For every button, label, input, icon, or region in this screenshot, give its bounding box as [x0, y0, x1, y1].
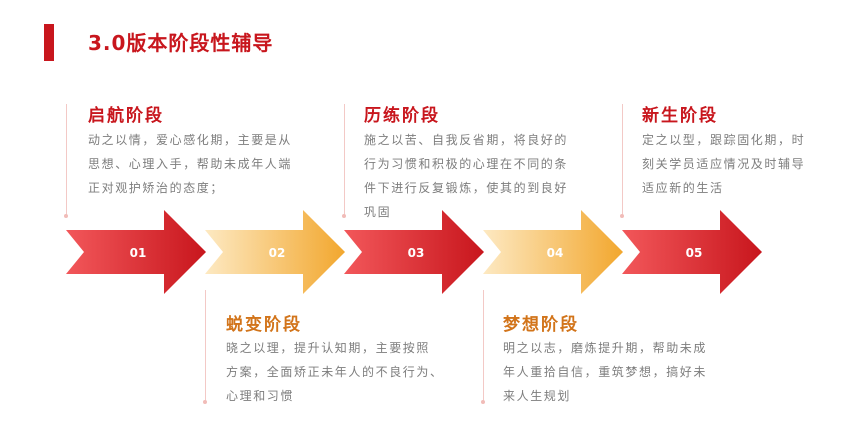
stage-desc-05-line-1: 定之以型，跟踪固化期，时 [642, 133, 806, 147]
stage-desc-04-line-2: 年人重拾自信，重筑梦想，搞好未 [503, 365, 708, 379]
page-title: 3.0版本阶段性辅导 [88, 31, 274, 55]
stage-desc-02: 晓之以理，提升认知期，主要按照 方案，全面矫正未年人的不良行为、 心理和习惯 [226, 336, 476, 408]
arrow-number-03: 03 [408, 246, 425, 260]
stage-title-01: 启航阶段 [88, 106, 164, 126]
connector-line-01 [66, 104, 67, 216]
connector-line-02 [205, 290, 206, 402]
connector-dot-01 [64, 214, 68, 218]
connector-line-03 [344, 104, 345, 216]
stage-title-03: 历练阶段 [364, 106, 440, 126]
stage-desc-04: 明之以志，磨炼提升期，帮助未成 年人重拾自信，重筑梦想，搞好未 来人生规划 [503, 336, 743, 408]
stage-desc-02-line-2: 方案，全面矫正未年人的不良行为、 [226, 365, 444, 379]
connector-line-05 [622, 104, 623, 216]
arrow-04 [483, 210, 623, 294]
arrow-01 [66, 210, 206, 294]
title-accent-bar [44, 24, 54, 61]
stage-desc-01-line-2: 思想、心理入手，帮助未成年人端 [88, 157, 293, 171]
connector-dot-02 [203, 400, 207, 404]
stage-desc-05-line-3: 适应新的生活 [642, 181, 724, 195]
stage-desc-04-line-3: 来人生规划 [503, 389, 572, 403]
connector-line-04 [483, 290, 484, 402]
arrow-05 [622, 210, 762, 294]
arrow-number-02: 02 [269, 246, 286, 260]
connector-dot-03 [342, 214, 346, 218]
stage-desc-01-line-3: 正对观护矫治的态度； [88, 181, 225, 195]
arrow-03 [344, 210, 484, 294]
arrow-number-04: 04 [547, 246, 564, 260]
stage-desc-03-line-4: 巩固 [364, 205, 392, 219]
arrow-number-05: 05 [686, 246, 703, 260]
connector-dot-04 [481, 400, 485, 404]
stage-desc-03-line-1: 施之以苦、自我反省期，将良好的 [364, 133, 569, 147]
stage-desc-02-line-3: 心理和习惯 [226, 389, 295, 403]
stage-desc-05-line-2: 刻关学员适应情况及时辅导 [642, 157, 806, 171]
stage-title-02: 蜕变阶段 [226, 315, 302, 335]
stage-desc-04-line-1: 明之以志，磨炼提升期，帮助未成 [503, 341, 708, 355]
stage-desc-01: 动之以情，爱心感化期，主要是从 思想、心理入手，帮助未成年人端 正对观护矫治的态… [88, 128, 328, 200]
arrow-number-01: 01 [130, 246, 147, 260]
stage-desc-01-line-1: 动之以情，爱心感化期，主要是从 [88, 133, 293, 147]
stage-desc-03-line-3: 件下进行反复锻炼，使其的到良好 [364, 181, 569, 195]
stage-desc-03: 施之以苦、自我反省期，将良好的 行为习惯和积极的心理在不同的条 件下进行反复锻炼… [364, 128, 604, 224]
stage-desc-03-line-2: 行为习惯和积极的心理在不同的条 [364, 157, 569, 171]
stage-title-04: 梦想阶段 [503, 315, 579, 335]
connector-dot-05 [620, 214, 624, 218]
stage-desc-05: 定之以型，跟踪固化期，时 刻关学员适应情况及时辅导 适应新的生活 [642, 128, 842, 200]
stage-title-05: 新生阶段 [642, 106, 718, 126]
stage-desc-02-line-1: 晓之以理，提升认知期，主要按照 [226, 341, 431, 355]
arrow-02 [205, 210, 345, 294]
